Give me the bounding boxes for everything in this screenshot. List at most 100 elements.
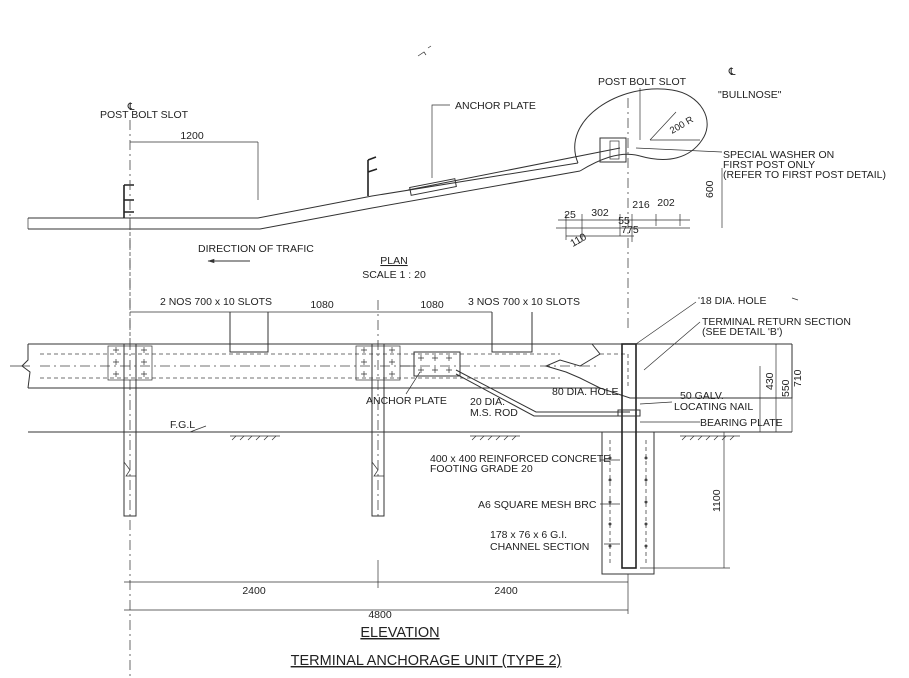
slot-group-right <box>491 312 533 353</box>
elevation-view <box>10 297 799 614</box>
terminal-return-section <box>544 343 793 399</box>
post-break-marks <box>123 461 384 477</box>
anchor-plate-leader <box>431 104 450 178</box>
plan-radius-label: 200 R <box>668 114 696 136</box>
plan-anchor-plate-label: ANCHOR PLATE <box>455 100 536 112</box>
plan-bullnose-label: "BULLNOSE" <box>718 89 782 101</box>
elev-terminal-line1: TERMINAL RETURN SECTION <box>702 316 851 328</box>
elev-anchor-plate-leader <box>405 371 421 395</box>
elev-channel-line1: 178 x 76 x 6 G.I. <box>490 529 567 541</box>
dim-vertical-right <box>759 344 793 432</box>
plan-title: PLAN <box>380 255 407 267</box>
ground-hatch <box>231 435 735 441</box>
plan-dim-775: 775 <box>621 224 639 236</box>
plan-dim-600: 600 <box>704 180 716 198</box>
plan-direction-label: DIRECTION OF TRAFIC <box>198 243 314 255</box>
fgl-leader <box>189 425 207 433</box>
terminal-leader <box>643 321 701 371</box>
elev-dim-1100: 1100 <box>711 489 723 512</box>
plan-washer-line1: SPECIAL WASHER ON <box>723 149 834 161</box>
plan-view <box>27 45 723 678</box>
elev-ms-rod <box>455 369 630 413</box>
dim-1100-line <box>640 432 730 569</box>
bolt-crosses <box>113 347 395 377</box>
elevation-title: ELEVATION <box>360 625 439 641</box>
footing-leaders <box>600 459 620 545</box>
elev-slots-3-label: 3 NOS 700 x 10 SLOTS <box>468 296 580 308</box>
dim-bottom-ticks <box>377 560 629 614</box>
plan-anchor-plate <box>409 178 457 196</box>
elev-dim-2400-b: 2400 <box>494 585 518 597</box>
elev-mesh-label: A6 SQUARE MESH BRC <box>478 499 597 511</box>
elev-terminal-line2: (SEE DETAIL 'B') <box>702 326 782 338</box>
elev-post-mid <box>371 343 385 517</box>
plan-centerline-mark-left: ℄ <box>127 101 135 113</box>
elev-fgl-label: F.G.L <box>170 419 195 431</box>
plan-dim-302: 302 <box>591 207 609 219</box>
elev-slots-2-label: 2 NOS 700 x 10 SLOTS <box>160 296 272 308</box>
bracket-slot <box>609 140 620 160</box>
stray-mark <box>417 45 432 57</box>
plan-dim-25: 25 <box>564 209 576 221</box>
dim-1200-line <box>130 141 259 200</box>
bullnose-outline <box>574 88 708 164</box>
elev-dim-2400-a: 2400 <box>242 585 266 597</box>
plan-dim-110: 110 <box>568 231 589 250</box>
bolt-group-mid <box>355 345 401 381</box>
elev-footing-line2: FOOTING GRADE 20 <box>430 463 533 475</box>
elev-anchor-plate <box>413 351 461 377</box>
elev-footing-line1: 400 x 400 REINFORCED CONCRETE <box>430 453 610 465</box>
plan-dim-55: 55 <box>618 215 630 227</box>
anchor-plate-bolts <box>418 355 452 373</box>
elev-hole-18-label: 18 DIA. HOLE <box>700 295 767 307</box>
washer-leader <box>635 147 723 153</box>
plan-dim-1200: 1200 <box>180 130 204 142</box>
misc-leader-ticks <box>698 297 799 301</box>
radius-leader <box>649 111 700 141</box>
elev-dim-1080-b: 1080 <box>420 299 444 311</box>
dim-chain-ticks <box>565 214 681 242</box>
plan-washer-line2: FIRST POST ONLY <box>723 159 815 171</box>
bolt-group-left <box>107 345 153 381</box>
elev-rod-line2: M.S. ROD <box>470 407 518 419</box>
terminal-hidden <box>600 353 629 388</box>
elev-post-left <box>123 343 137 517</box>
elev-channel-line2: CHANNEL SECTION <box>490 541 589 553</box>
mesh-lines <box>609 440 647 566</box>
post-bolt-slot-bracket <box>599 137 627 163</box>
hole-18-leader <box>635 301 697 345</box>
elev-rod-line1: 20 DIA. <box>470 396 505 408</box>
channel-post <box>621 343 637 569</box>
plan-post-bolt-slot-left-label: POST BOLT SLOT <box>100 109 189 121</box>
plan-dim-216: 216 <box>632 199 650 211</box>
plan-post-mid <box>367 156 378 196</box>
dim-chain-lines <box>556 219 690 237</box>
dim-bottom-lines <box>124 581 628 611</box>
bullnose-inner <box>579 153 641 172</box>
elev-rail-ribs <box>40 353 560 379</box>
plan-rail-top-edge <box>28 162 579 219</box>
plan-washer-line3: (REFER TO FIRST POST DETAIL) <box>723 169 886 181</box>
nail-bearing-leaders <box>639 401 700 423</box>
elev-nail-line1: 50 GALV. <box>680 390 724 402</box>
slot-group-left <box>229 312 269 353</box>
elev-hole-80-label: 80 DIA. HOLE <box>552 386 619 398</box>
plan-scale: SCALE 1 : 20 <box>362 269 426 281</box>
plan-rail-bottom-edge <box>28 170 581 230</box>
elev-dim-430: 430 <box>764 372 776 390</box>
bearing-plate <box>617 409 641 417</box>
plan-post-left <box>123 184 134 218</box>
elev-nail-line2: LOCATING NAIL <box>674 401 753 413</box>
plan-centerline-mark-right: ℄ <box>728 66 736 78</box>
elev-dim-4800: 4800 <box>368 609 392 621</box>
plan-dim-202: 202 <box>657 197 675 209</box>
elev-bearing-label: BEARING PLATE <box>700 417 783 429</box>
plan-post-bolt-slot-right-label: POST BOLT SLOT <box>598 76 687 88</box>
elev-dim-710: 710 <box>792 369 804 387</box>
elev-anchor-plate-label: ANCHOR PLATE <box>366 395 447 407</box>
plan-anchor-rod <box>407 147 621 191</box>
elev-ms-rod-lower <box>455 373 630 417</box>
rebar-dots <box>608 456 648 548</box>
elev-dim-1080-a: 1080 <box>310 299 334 311</box>
